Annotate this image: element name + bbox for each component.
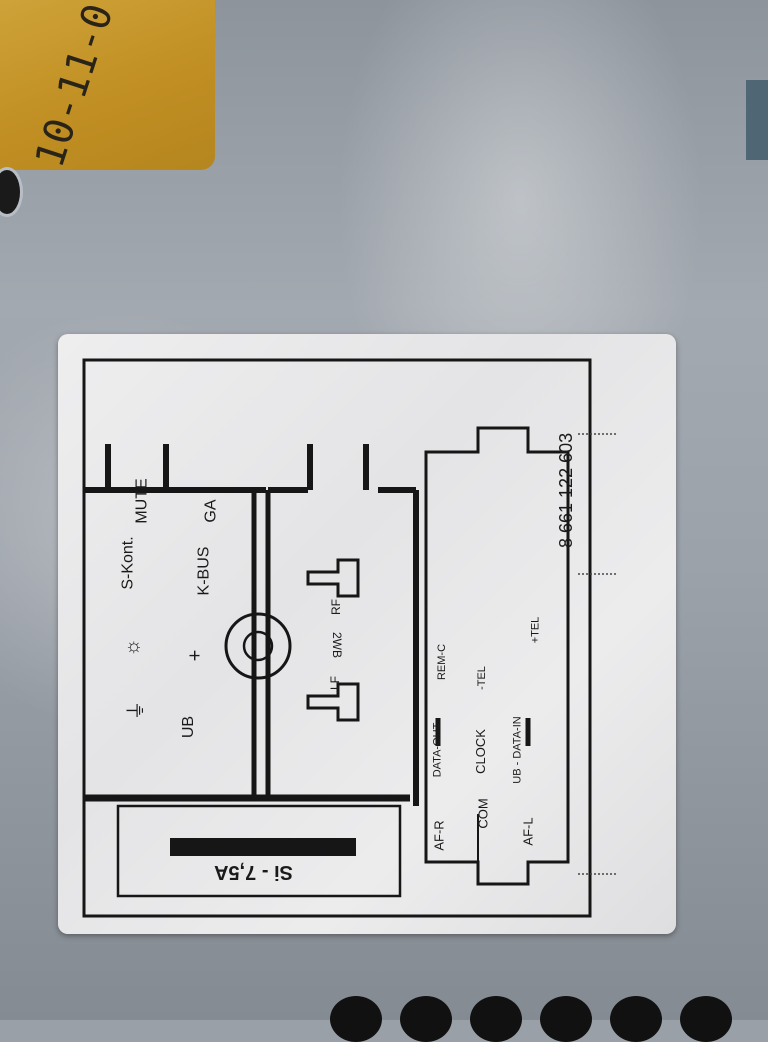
vent-hole (540, 996, 592, 1042)
wiring-diagram (82, 358, 618, 918)
speaker-lf-label: LF (328, 675, 343, 691)
pin-data-out: DATA-OUT (431, 722, 444, 778)
ub-label: UB (180, 715, 198, 739)
mounting-hole (0, 170, 20, 214)
speaker-rf (306, 558, 360, 598)
pin-clock: CLOCK (472, 729, 488, 774)
vent-hole (610, 996, 662, 1042)
chassis-edge (746, 80, 768, 160)
pin-minus-tel: -TEL (475, 666, 488, 690)
ga-label: GA (202, 499, 220, 523)
part-number: 8 661 122 603 (556, 432, 576, 548)
light-symbol: ☼ (121, 638, 144, 657)
s-kont-label: S-Kont. (119, 536, 137, 590)
vent-hole (400, 996, 452, 1042)
pin-af-r: AF-R (431, 820, 447, 851)
vent-hole (680, 996, 732, 1042)
outer-frame (82, 358, 592, 918)
speaker-rf-label: RF (329, 599, 343, 615)
pin-ub-data-in: UB - DATA-IN (511, 716, 524, 784)
fuse-box (116, 804, 402, 898)
date-sticker: 10-11-0 (0, 0, 215, 174)
pin-af-l: AF-L (520, 817, 536, 846)
vent-hole (330, 996, 382, 1042)
k-bus-label: K-BUS (195, 546, 213, 596)
ground-symbol: ⏚ (125, 700, 148, 721)
vent-hole (470, 996, 522, 1042)
pin-plus-tel: +TEL (529, 616, 542, 644)
fuse-bar (170, 838, 356, 856)
date-handwriting: 10-11-0 (26, 0, 123, 174)
speaker-mirror-label: 2WB (330, 631, 345, 659)
fuse-rating: Si - 7,5A (214, 861, 293, 883)
pin-rem-c: REM-C (436, 643, 449, 681)
mute-label: MUTE (133, 478, 151, 524)
plus-label: + (184, 649, 207, 662)
wiring-label: 8 661 122 603 Si - 7,5A ⏚ ☼ S-Kont. MUTE… (58, 334, 676, 934)
pin-com: COM (475, 798, 491, 829)
antenna-jack (224, 612, 292, 680)
speaker-lf (306, 682, 360, 722)
